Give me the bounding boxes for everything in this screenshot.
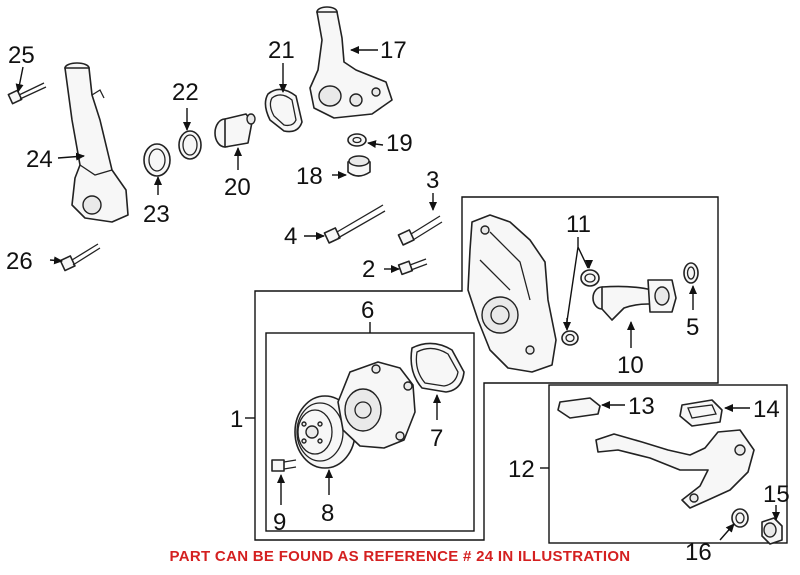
callout-11: 11 <box>566 211 591 238</box>
callout-17: 17 <box>380 37 407 64</box>
callout-9: 9 <box>273 509 286 536</box>
callout-10: 10 <box>617 352 644 379</box>
group-frame-1 <box>254 196 719 541</box>
seal-part-11a[interactable] <box>580 269 600 287</box>
coolant-pipe-part-24[interactable] <box>64 62 129 223</box>
callout-12: 12 <box>508 456 535 483</box>
callout-13: 13 <box>628 393 655 420</box>
callout-6: 6 <box>361 297 374 324</box>
callout-4: 4 <box>284 223 297 250</box>
bolt-part-4[interactable] <box>323 204 386 244</box>
bolt-part-2[interactable] <box>397 258 428 276</box>
callout-19: 19 <box>386 130 413 157</box>
seal-part-11b[interactable] <box>561 330 579 346</box>
bolt-part-25[interactable] <box>7 82 47 105</box>
callout-23: 23 <box>143 201 170 228</box>
callout-labels: 25 24 23 22 20 21 17 19 18 3 4 2 26 11 5… <box>6 37 790 566</box>
bushing-part-15[interactable] <box>761 517 783 545</box>
clamp-part-22[interactable] <box>178 130 202 160</box>
callout-2: 2 <box>362 256 375 283</box>
callout-15: 15 <box>763 481 790 508</box>
thermostat-part-20[interactable] <box>214 113 256 148</box>
callout-8: 8 <box>321 500 334 527</box>
callout-3: 3 <box>426 167 439 194</box>
callout-25: 25 <box>8 42 35 69</box>
leader-lines <box>15 46 780 541</box>
callout-14: 14 <box>753 396 780 423</box>
timing-cover[interactable] <box>467 214 557 373</box>
ring-part-5[interactable] <box>683 262 699 284</box>
callout-18: 18 <box>296 163 323 190</box>
callout-7: 7 <box>430 425 443 452</box>
callout-1: 1 <box>230 406 243 433</box>
bracket-part-12[interactable] <box>595 429 755 509</box>
callout-21: 21 <box>268 37 295 64</box>
pad-part-14[interactable] <box>679 399 723 427</box>
callout-22: 22 <box>172 79 199 106</box>
gasket-part-7[interactable] <box>410 342 465 393</box>
pad-part-13[interactable] <box>557 397 601 419</box>
elbow-pipe-part-10[interactable] <box>592 279 677 321</box>
washer-part-16[interactable] <box>731 508 749 528</box>
bolt-part-3[interactable] <box>397 215 443 246</box>
bolt-part-9[interactable] <box>271 459 297 472</box>
water-pump-body[interactable] <box>337 361 416 449</box>
callout-24: 24 <box>26 146 53 173</box>
plug-part-18[interactable] <box>347 155 371 177</box>
bolt-part-26[interactable] <box>59 243 101 272</box>
thermostat-housing-part-17[interactable] <box>309 6 393 119</box>
o-ring-part-23[interactable] <box>143 143 171 177</box>
callout-20: 20 <box>224 174 251 201</box>
gasket-part-21[interactable] <box>264 88 303 133</box>
callout-5: 5 <box>686 314 699 341</box>
callout-16: 16 <box>685 539 712 566</box>
group-frame-12 <box>548 384 788 544</box>
reference-note: PART CAN BE FOUND AS REFERENCE # 24 IN I… <box>169 548 631 565</box>
callout-26: 26 <box>6 248 33 275</box>
washer-part-19[interactable] <box>347 133 367 147</box>
